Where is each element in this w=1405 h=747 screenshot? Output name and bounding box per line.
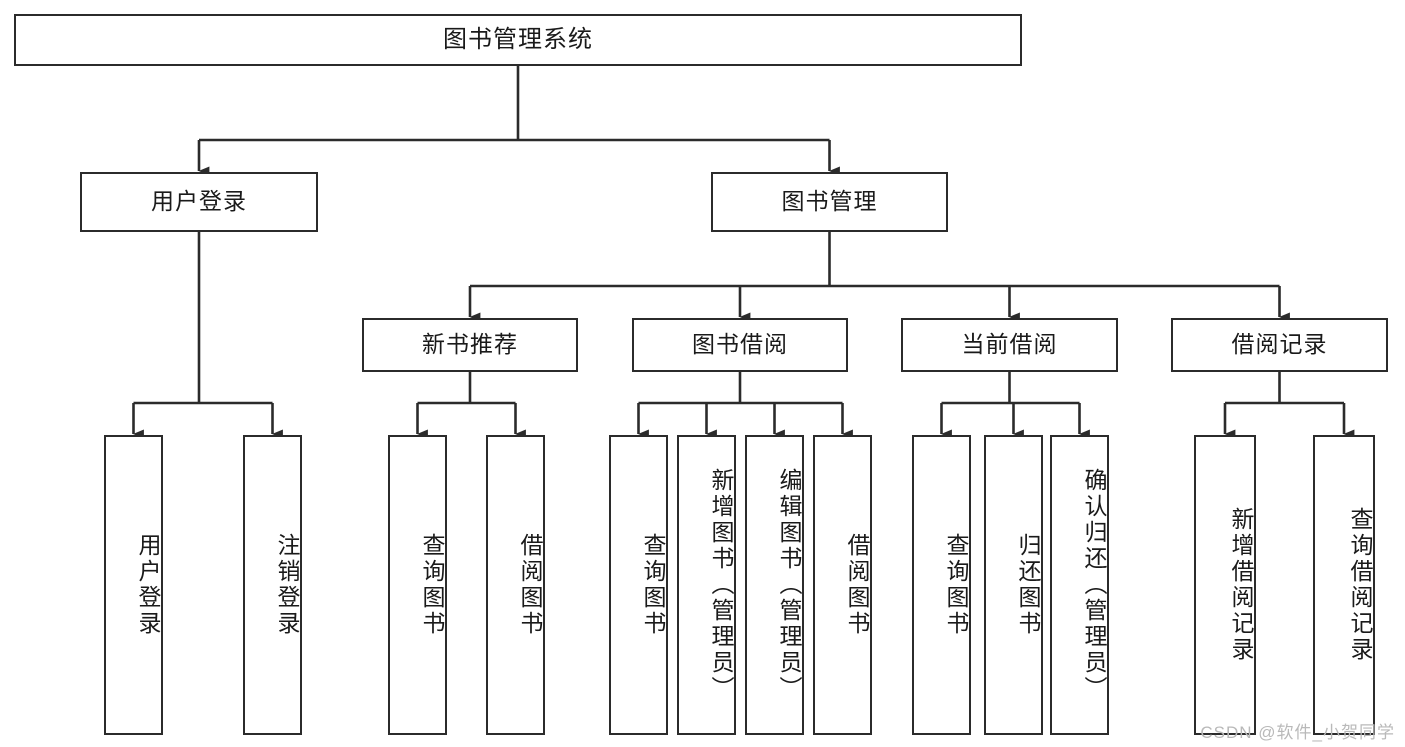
node-label-current-loan: 当前借阅 <box>961 331 1058 358</box>
node-label-leaf-query-3: 查询图书 <box>943 533 969 637</box>
node-leaf-query-3[interactable]: 查询图书 <box>912 435 971 735</box>
node-leaf-add-rec[interactable]: 新增借阅记录 <box>1194 435 1256 735</box>
node-leaf-query-1[interactable]: 查询图书 <box>388 435 447 735</box>
node-leaf-edit-book[interactable]: 编辑图书（管理员） <box>745 435 804 735</box>
node-leaf-logout[interactable]: 注销登录 <box>243 435 302 735</box>
node-leaf-confirm[interactable]: 确认归还（管理员） <box>1050 435 1109 735</box>
node-label-new-book-rec: 新书推荐 <box>422 331 518 358</box>
node-current-loan[interactable]: 当前借阅 <box>901 318 1118 372</box>
node-label-leaf-login: 用户登录 <box>135 533 161 637</box>
node-label-leaf-edit-book: 编辑图书（管理员） <box>776 468 802 702</box>
node-label-leaf-query-1: 查询图书 <box>419 533 445 637</box>
node-leaf-return[interactable]: 归还图书 <box>984 435 1043 735</box>
node-label-book-manage: 图书管理 <box>781 188 878 215</box>
node-label-leaf-logout: 注销登录 <box>274 533 300 637</box>
node-user-login[interactable]: 用户登录 <box>80 172 318 232</box>
node-label-leaf-borrow-2: 借阅图书 <box>844 533 870 637</box>
node-label-leaf-query-rec: 查询借阅记录 <box>1347 507 1373 663</box>
node-new-book-rec[interactable]: 新书推荐 <box>362 318 578 372</box>
node-book-borrow[interactable]: 图书借阅 <box>632 318 848 372</box>
node-label-root: 图书管理系统 <box>443 25 593 53</box>
node-leaf-query-2[interactable]: 查询图书 <box>609 435 668 735</box>
node-label-leaf-add-book: 新增图书（管理员） <box>708 468 734 702</box>
node-label-loan-record: 借阅记录 <box>1231 331 1328 358</box>
node-leaf-borrow-1[interactable]: 借阅图书 <box>486 435 545 735</box>
node-leaf-add-book[interactable]: 新增图书（管理员） <box>677 435 736 735</box>
node-label-book-borrow: 图书借阅 <box>692 331 788 358</box>
node-loan-record[interactable]: 借阅记录 <box>1171 318 1388 372</box>
node-leaf-query-rec[interactable]: 查询借阅记录 <box>1313 435 1375 735</box>
node-label-user-login: 用户登录 <box>151 188 247 215</box>
node-root[interactable]: 图书管理系统 <box>14 14 1022 66</box>
node-label-leaf-add-rec: 新增借阅记录 <box>1228 507 1254 663</box>
watermark-text: CSDN @软件_小贺同学 <box>1200 723 1395 742</box>
node-book-manage[interactable]: 图书管理 <box>711 172 948 232</box>
node-label-leaf-return: 归还图书 <box>1015 533 1041 637</box>
node-label-leaf-query-2: 查询图书 <box>640 533 666 637</box>
node-label-leaf-borrow-1: 借阅图书 <box>517 533 543 637</box>
node-leaf-borrow-2[interactable]: 借阅图书 <box>813 435 872 735</box>
node-label-leaf-confirm: 确认归还（管理员） <box>1081 468 1107 702</box>
node-leaf-login[interactable]: 用户登录 <box>104 435 163 735</box>
